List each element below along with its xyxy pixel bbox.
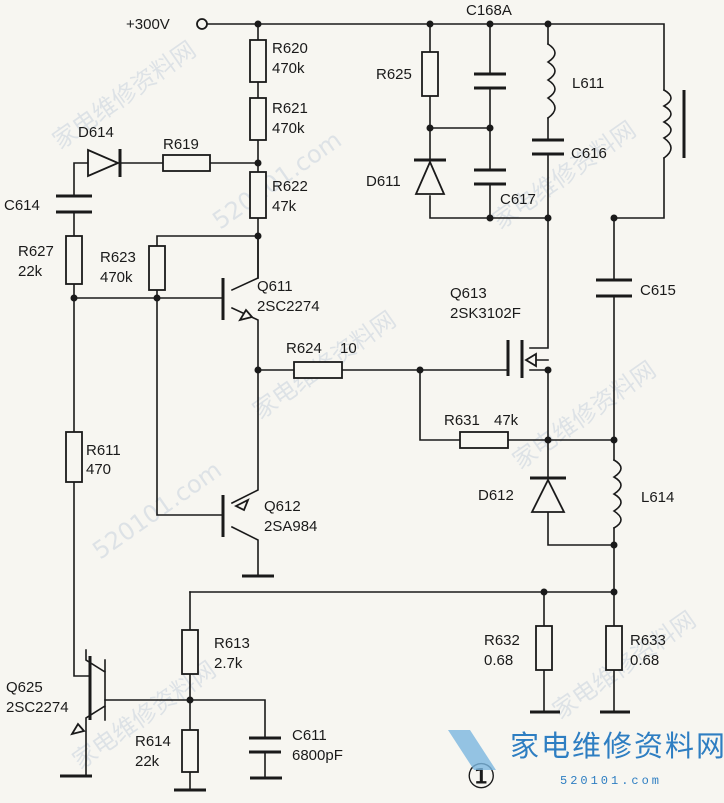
r632-value: 0.68 xyxy=(484,652,513,669)
q613-name: Q613 xyxy=(450,285,487,302)
d614-name: D614 xyxy=(78,124,114,141)
r631-value: 47k xyxy=(494,412,519,429)
diode-d611: D611 xyxy=(366,158,446,195)
q613-part: 2SK3102F xyxy=(450,305,521,322)
inductor-l611: L611 xyxy=(546,42,604,120)
junction-dots xyxy=(70,20,618,704)
c168a-name: C168A xyxy=(466,2,512,19)
resistor-r622: R622 47k xyxy=(249,171,308,219)
resistor-r614: R614 22k xyxy=(135,729,199,773)
r631-name: R631 xyxy=(444,412,480,429)
site-logo: 家电维修资料网 520101.com xyxy=(448,729,724,788)
d611-name: D611 xyxy=(366,173,401,190)
diode-d614: D614 xyxy=(78,124,122,178)
supply-terminal-icon xyxy=(196,18,208,30)
r619-name: R619 xyxy=(163,136,199,153)
q611-part: 2SC2274 xyxy=(257,298,320,315)
q612-name: Q612 xyxy=(264,498,301,515)
inductor-transformer-winding xyxy=(662,88,686,160)
r624-value: 10 xyxy=(340,340,357,357)
d612-name: D612 xyxy=(478,487,514,504)
r623-name: R623 xyxy=(100,249,136,266)
resistor-r627: R627 22k xyxy=(18,235,83,285)
l614-name: L614 xyxy=(641,489,674,506)
r611-value: 470 xyxy=(86,461,111,478)
resistor-r621: R621 470k xyxy=(249,97,308,141)
emitter-arrow-icon xyxy=(238,308,254,322)
resistor-r633: R633 0.68 xyxy=(605,625,666,671)
inductor-l614: L614 xyxy=(612,458,674,530)
c615-name: C615 xyxy=(640,282,676,299)
wires xyxy=(73,23,665,791)
r625-name: R625 xyxy=(376,66,412,83)
resistor-r625: R625 xyxy=(376,51,439,97)
transistor-q612: Q612 2SA984 xyxy=(221,495,317,537)
q625-name: Q625 xyxy=(6,679,43,696)
r633-value: 0.68 xyxy=(630,652,659,669)
capacitor-c617: C617 xyxy=(474,168,536,208)
resistor-r611: R611 470 xyxy=(65,431,121,483)
r621-name: R621 xyxy=(272,100,308,117)
resistor-r619: R619 xyxy=(162,136,211,172)
c614-name: C614 xyxy=(4,197,40,214)
resistor-r613: R613 2.7k xyxy=(181,629,250,675)
logo-text: 家电维修资料网 xyxy=(510,729,724,763)
transistor-q611: Q611 2SC2274 xyxy=(221,278,320,322)
emitter-arrow-icon xyxy=(70,722,86,736)
capacitor-c616: C616 xyxy=(532,138,607,162)
logo-mark-icon xyxy=(448,730,496,770)
r614-name: R614 xyxy=(135,733,171,750)
r632-name: R632 xyxy=(484,632,520,649)
r620-value: 470k xyxy=(272,60,305,77)
logo-url: 520101.com xyxy=(560,774,662,788)
capacitor-c611: C611 6800pF xyxy=(249,727,343,764)
watermark-text: 家电维修资料网 xyxy=(547,606,701,725)
supply-label: +300V xyxy=(126,16,170,33)
r623-value: 470k xyxy=(100,269,133,286)
q611-name: Q611 xyxy=(257,278,293,295)
r633-name: R633 xyxy=(630,632,666,649)
q625-part: 2SC2274 xyxy=(6,699,69,716)
capacitor-c168a: C168A xyxy=(466,2,512,90)
resistor-r624: R624 10 xyxy=(286,340,357,379)
r624-name: R624 xyxy=(286,340,322,357)
r627-name: R627 xyxy=(18,243,54,260)
q612-part: 2SA984 xyxy=(264,518,317,535)
r620-name: R620 xyxy=(272,40,308,57)
gate-arrow-icon xyxy=(524,352,537,368)
ground-symbols xyxy=(60,574,630,792)
resistor-r623: R623 470k xyxy=(100,245,166,291)
resistor-r631: R631 47k xyxy=(444,412,519,449)
c617-name: C617 xyxy=(500,191,536,208)
r614-value: 22k xyxy=(135,753,160,770)
r627-value: 22k xyxy=(18,263,43,280)
r622-name: R622 xyxy=(272,178,308,195)
capacitor-c614: C614 xyxy=(4,194,92,214)
emitter-arrow-icon xyxy=(233,498,250,512)
c611-name: C611 xyxy=(292,727,327,744)
c611-value: 6800pF xyxy=(292,747,343,764)
watermark-text: 家电维修资料网 xyxy=(487,116,641,235)
watermark-text: 家电维修资料网 xyxy=(507,356,661,475)
l611-name: L611 xyxy=(572,75,604,92)
r613-name: R613 xyxy=(214,635,250,652)
r611-name: R611 xyxy=(86,442,121,459)
transistor-q613-mosfet: Q613 2SK3102F xyxy=(450,285,537,378)
transistor-q625: Q625 2SC2274 xyxy=(6,656,92,736)
diode-d612: D612 xyxy=(478,476,566,513)
resistor-r632: R632 0.68 xyxy=(484,625,553,671)
capacitor-c615: C615 xyxy=(596,278,676,299)
c616-name: C616 xyxy=(571,145,607,162)
resistor-r620: R620 470k xyxy=(249,39,308,83)
r622-value: 47k xyxy=(272,198,297,215)
r613-value: 2.7k xyxy=(214,655,243,672)
r621-value: 470k xyxy=(272,120,305,137)
